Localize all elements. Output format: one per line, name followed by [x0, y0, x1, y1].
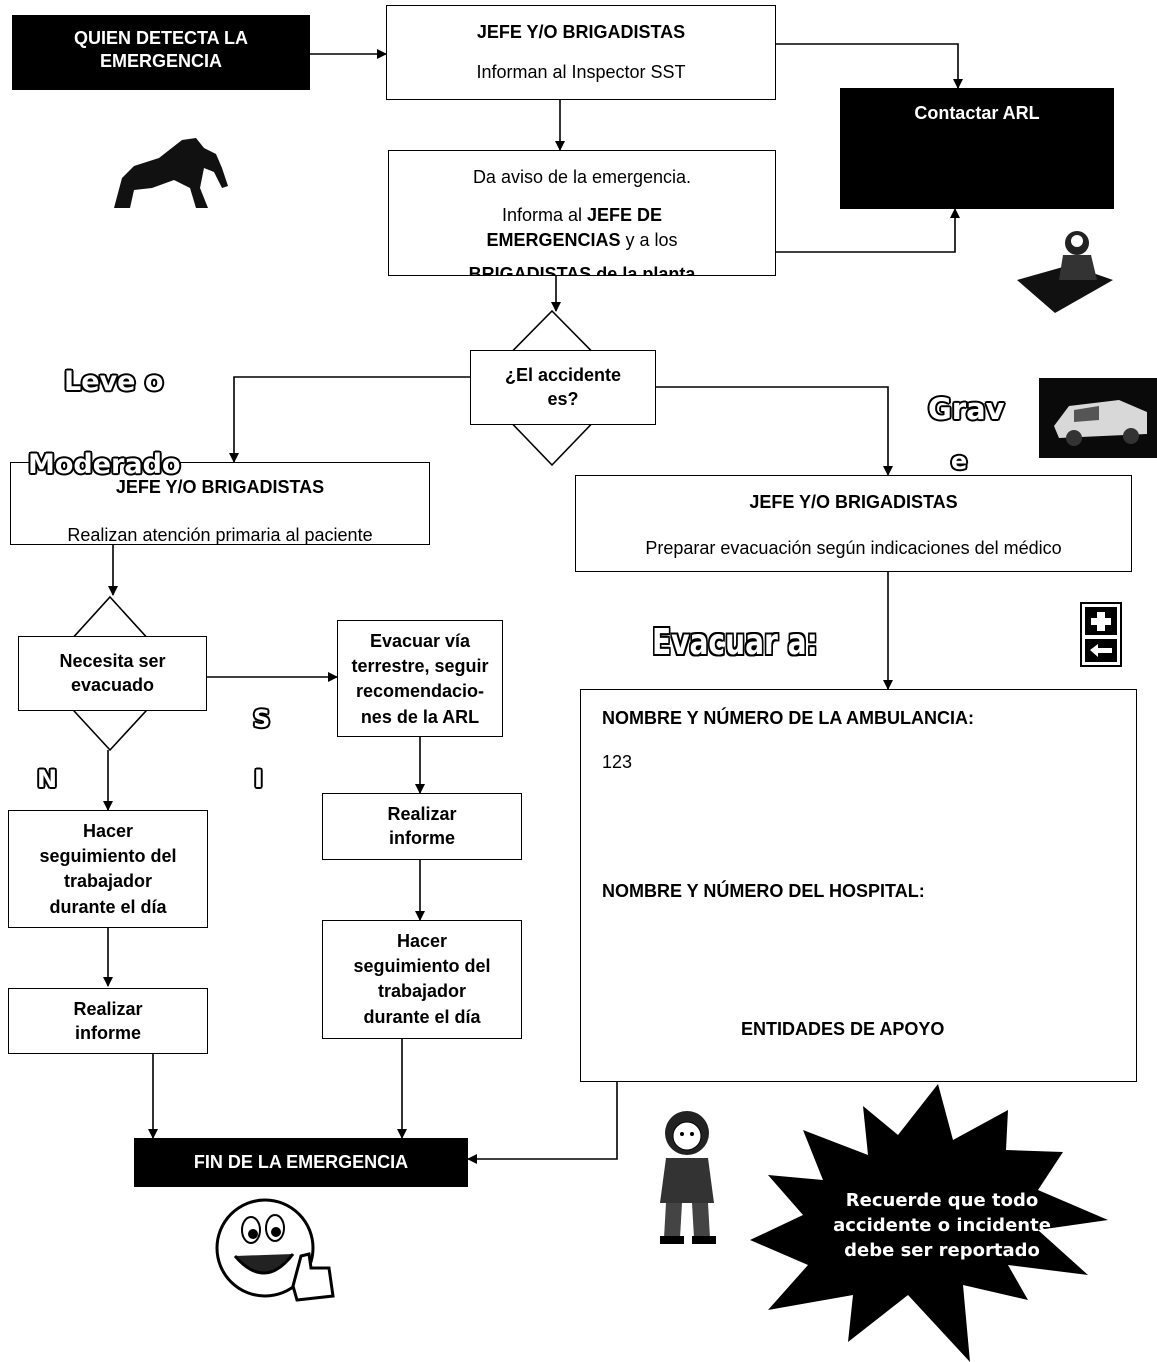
arrow-aviso-to-arl — [776, 208, 960, 253]
reminder-l1: Recuerde que todo — [845, 1190, 1039, 1211]
arrow-decision-to-right — [656, 386, 893, 476]
aviso-line2-pre: Informa al — [501, 205, 587, 226]
realizar-left-l1: Realizar — [73, 999, 143, 1019]
reminder-l3: debe ser reportado — [844, 1240, 1040, 1262]
decision-evac-line2: evacuado — [70, 675, 155, 696]
jefe-left-title: JEFE Y/O BRIGADISTAS — [115, 477, 325, 497]
info-box: NOMBRE Y NÚMERO DE LA AMBULANCIA: 123 NO… — [580, 689, 1137, 1082]
realizar-left-box: Realizar informe — [8, 988, 208, 1054]
evacuar-via-l2: terrestre, seguir — [351, 656, 489, 677]
aviso-line3-post: y a los — [620, 229, 678, 250]
label-moderado: Moderado — [28, 449, 181, 480]
seguimiento-mid-l4: durante el día — [363, 1006, 481, 1027]
decision-evac-box: Necesita ser evacuado — [18, 636, 207, 711]
seguimiento-left-l2: seguimiento del — [39, 846, 177, 867]
decision-main-line2: es? — [547, 389, 579, 410]
decision-evac-line1: Necesita ser — [59, 651, 166, 671]
seguimiento-mid-l2: seguimiento del — [353, 956, 491, 977]
start-line1: QUIEN DETECTA LA — [74, 28, 248, 48]
jefe-right-box: JEFE Y/O BRIGADISTAS Preparar evacuación… — [575, 475, 1132, 572]
hospital-label: NOMBRE Y NÚMERO DEL HOSPITAL: — [602, 881, 925, 901]
decision-main-line1: ¿El accidente — [504, 365, 622, 385]
label-si-2: I — [254, 765, 263, 793]
smiley-thumbs-up-icon — [215, 1198, 335, 1302]
seguimiento-left-l3: trabajador — [63, 871, 153, 892]
fin-label: FIN DE LA EMERGENCIA — [193, 1152, 409, 1172]
seguimiento-mid-l1: Hacer — [396, 931, 448, 951]
reminder-text: Recuerde que todo accidente o incidente … — [812, 1188, 1072, 1264]
contactar-arl-label: Contactar ARL — [914, 103, 1040, 123]
arrow-info-to-fin — [467, 1082, 618, 1164]
start-line2: EMERGENCIA — [99, 51, 222, 72]
arrow-decision-to-left — [229, 376, 470, 463]
aviso-box: Da aviso de la emergencia. Informa al JE… — [388, 150, 776, 276]
ambulance-photo-icon — [1039, 378, 1157, 458]
seguimiento-left-l1: Hacer — [82, 821, 134, 841]
aviso-line2-bold: JEFE DE — [587, 205, 663, 226]
fallen-person-icon — [114, 138, 228, 208]
seguimiento-left-l4: durante el día — [49, 896, 167, 917]
contactar-arl-box: Contactar ARL — [840, 88, 1114, 209]
aviso-line4: BRIGADISTAS de la planta — [468, 264, 696, 276]
ambulancia-label: NOMBRE Y NÚMERO DE LA AMBULANCIA: — [602, 708, 974, 728]
start-box: QUIEN DETECTA LA EMERGENCIA — [12, 15, 310, 90]
label-si-1: S — [253, 705, 271, 733]
label-grave-1: Grav — [928, 392, 1005, 426]
realizar-left-l2: informe — [74, 1023, 141, 1044]
realizar-mid-box: Realizar informe — [322, 793, 522, 860]
reminder-l2: accidente o incidente — [833, 1215, 1051, 1237]
label-no-1: N — [37, 765, 58, 793]
evacuar-a-label: Evacuar a: — [652, 622, 818, 663]
aviso-line3: EMERGENCIAS y a los — [389, 228, 775, 252]
aviso-line3-bold: EMERGENCIAS — [486, 229, 621, 250]
ambulancia-value: 123 — [602, 752, 633, 772]
evacuar-via-l4: nes de la ARL — [360, 706, 480, 727]
label-leve: Leve o — [64, 366, 164, 397]
seguimiento-mid-l3: trabajador — [377, 981, 467, 1002]
jefe-left-text: Realizan atención primaria al paciente — [67, 525, 373, 545]
operator-desk-icon — [1017, 231, 1113, 313]
first-aid-exit-icon — [1080, 602, 1122, 667]
aviso-line2: Informa al JEFE DE — [389, 203, 775, 227]
aviso-line1: Da aviso de la emergencia. — [472, 167, 692, 187]
jefe-left-box: JEFE Y/O BRIGADISTAS Realizan atención p… — [10, 462, 430, 545]
jefe-top-box: JEFE Y/O BRIGADISTAS Informan al Inspect… — [386, 5, 776, 100]
evacuar-via-l3: recomendacio- — [355, 681, 485, 702]
jefe-top-title: JEFE Y/O BRIGADISTAS — [476, 22, 686, 42]
child-figure-icon — [660, 1111, 716, 1244]
apoyo-label: ENTIDADES DE APOYO — [741, 1019, 945, 1039]
evacuar-via-l1: Evacuar vía — [369, 631, 471, 651]
decision-main-box: ¿El accidente es? — [470, 350, 656, 425]
jefe-top-text: Informan al Inspector SST — [476, 62, 686, 83]
jefe-right-title: JEFE Y/O BRIGADISTAS — [749, 492, 958, 512]
seguimiento-mid-box: Hacer seguimiento del trabajador durante… — [322, 920, 522, 1039]
arrow-jefe-to-arl — [776, 43, 963, 89]
fin-box: FIN DE LA EMERGENCIA — [134, 1138, 468, 1187]
label-grave-2: e — [951, 447, 968, 475]
realizar-mid-l1: Realizar — [387, 804, 457, 824]
jefe-right-text: Preparar evacuación según indicaciones d… — [645, 538, 1062, 559]
realizar-mid-l2: informe — [388, 828, 455, 849]
starburst-shape — [750, 1084, 1108, 1362]
evacuar-via-box: Evacuar vía terrestre, seguir recomendac… — [337, 620, 503, 737]
seguimiento-left-box: Hacer seguimiento del trabajador durante… — [8, 810, 208, 928]
